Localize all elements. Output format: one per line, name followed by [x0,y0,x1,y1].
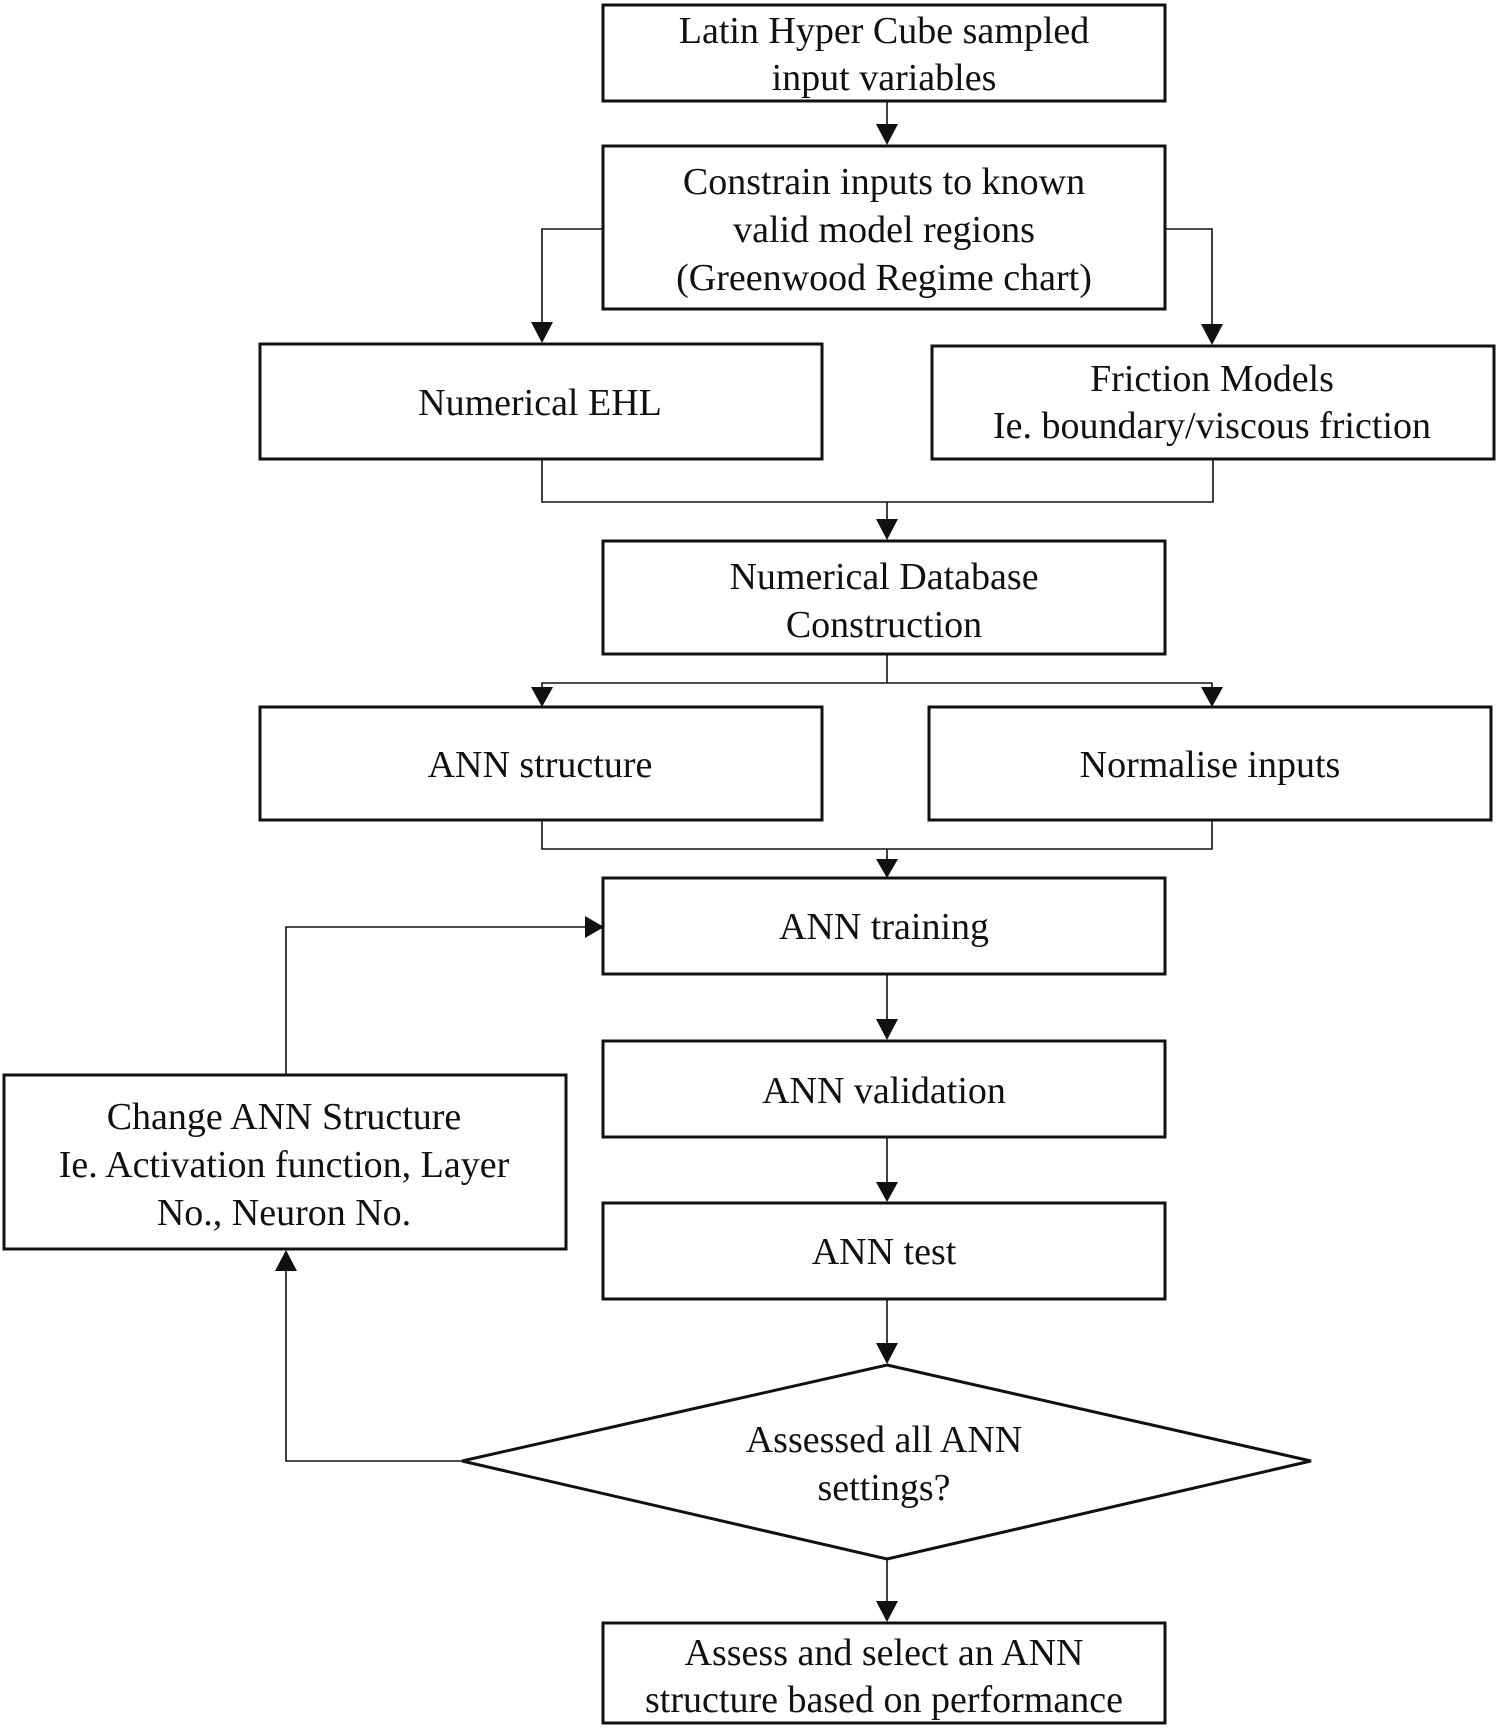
node-numerical-ehl: Numerical EHL [258,342,824,461]
normalise-line-1: Normalise inputs [1080,744,1341,786]
connector-change-to-training [285,926,588,1075]
node-ann-validation: ANN validation [601,1039,1167,1139]
node-numerical-database: Numerical Database Construction [601,539,1167,656]
arrowhead [876,859,898,878]
connector-decision-to-change [285,1270,462,1462]
ehl-line-1: Numerical EHL [418,382,662,424]
node-ann-test: ANN test [601,1201,1167,1301]
node-constrain: Constrain inputs to known valid model re… [601,144,1167,311]
test-line-1: ANN test [812,1231,957,1273]
node-ann-training: ANN training [601,876,1167,976]
connector-split-bar [541,682,1213,690]
arrowhead [275,1250,297,1271]
connector-ehl-friction-merge [541,459,1214,503]
friction-line-2: Ie. boundary/viscous friction [993,405,1431,447]
decision-line-1: Assessed all ANN [746,1419,1023,1461]
change-line-2: Ie. Activation function, Layer [59,1144,510,1186]
arrowhead [585,916,604,938]
structure-line-1: ANN structure [428,744,653,786]
lhs-line-2: input variables [772,57,997,99]
arrowhead [876,519,898,540]
node-decision: Assessed all ANN settings? [461,1363,1312,1561]
select-line-1: Assess and select an ANN [685,1632,1084,1674]
node-normalise-inputs: Normalise inputs [927,705,1493,822]
arrowhead [531,687,553,707]
arrowhead [531,322,553,343]
change-line-3: No., Neuron No. [157,1192,411,1234]
node-change-structure: Change ANN Structure Ie. Activation func… [2,1073,568,1251]
arrowhead [876,1019,898,1040]
arrowhead [876,1182,898,1202]
arrowhead [1201,687,1223,707]
lhs-line-1: Latin Hyper Cube sampled [679,10,1090,52]
constrain-line-3: (Greenwood Regime chart) [676,257,1092,299]
node-ann-structure: ANN structure [258,705,824,822]
change-line-1: Change ANN Structure [107,1096,462,1138]
arrowhead [1201,324,1223,345]
database-line-2: Construction [786,604,982,646]
database-line-1: Numerical Database [729,556,1038,598]
constrain-line-1: Constrain inputs to known [683,161,1085,203]
arrowhead [876,1343,898,1364]
friction-line-1: Friction Models [1090,358,1334,400]
connectors [275,101,1223,1622]
training-line-1: ANN training [779,906,989,948]
node-select: Assess and select an ANN structure based… [601,1621,1167,1725]
arrowhead [876,1601,898,1622]
connector-constrain-to-ehl [541,228,603,328]
connector-structure-normalise-merge [541,820,1213,850]
connector-constrain-to-friction [1165,228,1213,330]
decision-line-2: settings? [818,1467,951,1509]
node-lhs: Latin Hyper Cube sampled input variables [601,3,1167,103]
validation-line-1: ANN validation [762,1070,1006,1112]
constrain-line-2: valid model regions [733,209,1035,251]
select-line-2: structure based on performance [645,1679,1123,1721]
arrowhead [876,124,898,145]
node-friction-models: Friction Models Ie. boundary/viscous fri… [930,344,1496,461]
